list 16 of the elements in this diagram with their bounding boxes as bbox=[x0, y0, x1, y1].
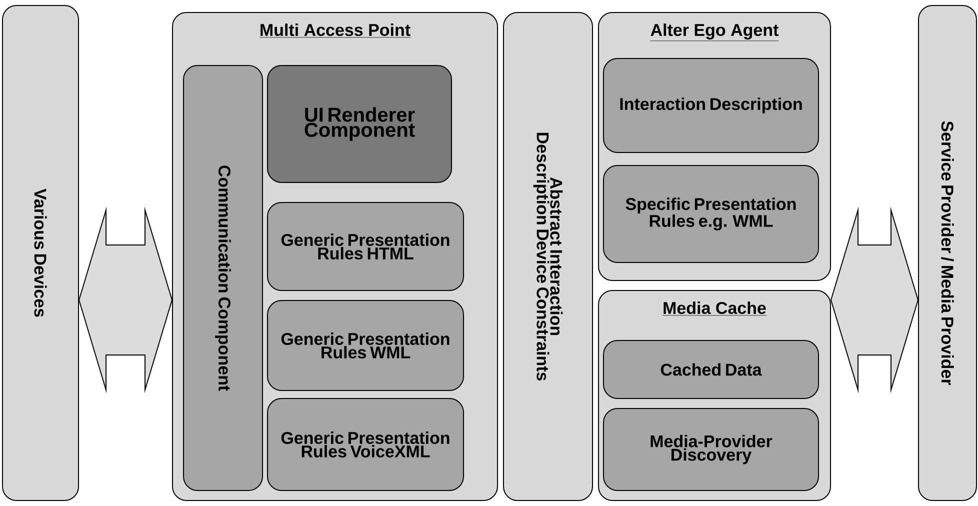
component-label: Generic Presentation Rules HTML bbox=[281, 234, 450, 260]
component-label: Generic Presentation Rules WML bbox=[281, 332, 450, 358]
component-label: Specific Presentation Rules e.g. WML bbox=[626, 198, 796, 230]
vertical-label: Abstract Interaction Description Device Constraints bbox=[533, 132, 563, 380]
vertical-label: Communication Component bbox=[215, 166, 231, 391]
double-arrow bbox=[78, 206, 173, 394]
container-heading: Media Cache bbox=[662, 302, 767, 316]
container-heading: Multi Access Point bbox=[259, 24, 411, 38]
component-label: Interaction Description bbox=[620, 98, 802, 114]
vertical-label: Service Provider / Media Provider bbox=[941, 121, 954, 386]
component-label: Generic Presentation Rules VoiceXML bbox=[281, 432, 450, 458]
component-label: Cached Data bbox=[660, 363, 762, 376]
component-label: UI Renderer Component bbox=[304, 107, 415, 141]
vertical-label: Various Devices bbox=[34, 188, 47, 317]
container-heading: Alter Ego Agent bbox=[650, 24, 779, 42]
component-label: Media-Provider Discovery bbox=[650, 434, 772, 464]
